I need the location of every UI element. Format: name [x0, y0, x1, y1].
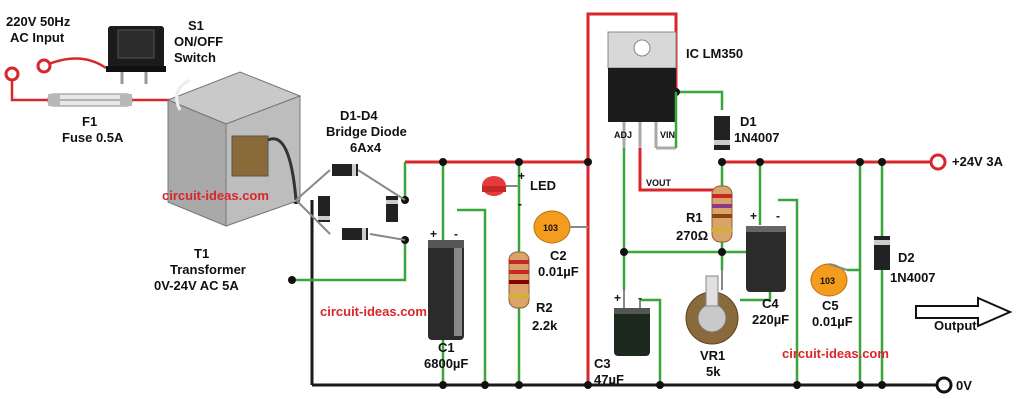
fuse: [47, 93, 133, 107]
transformer-label-2: Transformer: [170, 262, 246, 277]
switch-label-1: S1: [188, 18, 204, 33]
c5-code: 103: [820, 276, 835, 286]
bridge-diode: [295, 164, 406, 241]
ac-input-label-1: 220V 50Hz: [6, 14, 71, 29]
diode-d1: [714, 116, 730, 150]
c2-label-1: C2: [550, 248, 567, 263]
switch-label-3: Switch: [174, 50, 216, 65]
bridge-label-3: 6Ax4: [350, 140, 382, 155]
capacitor-c5: [810, 263, 848, 297]
vr1-label-2: 5k: [706, 364, 721, 379]
capacitor-c3: [614, 290, 650, 356]
led: [482, 176, 519, 196]
watermark: circuit-ideas.com: [320, 304, 427, 319]
fuse-label-2: Fuse 0.5A: [62, 130, 124, 145]
d1-label-2: 1N4007: [734, 130, 780, 145]
out-ground-label: 0V: [956, 378, 972, 393]
c5-label-1: C5: [822, 298, 839, 313]
c4-minus: -: [776, 209, 780, 223]
c1-label-2: 6800µF: [424, 356, 468, 371]
c2-label-2: 0.01µF: [538, 264, 579, 279]
fuse-label-1: F1: [82, 114, 97, 129]
c4-plus: +: [750, 209, 757, 223]
transformer-label-3: 0V-24V AC 5A: [154, 278, 239, 293]
ic-pin-vin: VIN: [660, 130, 675, 140]
c3-plus: +: [614, 291, 621, 305]
out-positive-label: +24V 3A: [952, 154, 1004, 169]
led-minus: -: [518, 197, 522, 211]
output-ground-terminal: [935, 376, 953, 394]
ic-label: IC LM350: [686, 46, 743, 61]
d2-label-1: D2: [898, 250, 915, 265]
r1-label-1: R1: [686, 210, 703, 225]
c3-label-2: 47µF: [594, 372, 624, 387]
d1-label-1: D1: [740, 114, 757, 129]
diode-d2: [874, 236, 890, 270]
resistor-r2: [508, 251, 530, 309]
r2-label-2: 2.2k: [532, 318, 558, 333]
transformer-label-1: T1: [194, 246, 209, 261]
watermark: circuit-ideas.com: [162, 188, 269, 203]
watermark: circuit-ideas.com: [782, 346, 889, 361]
capacitor-c2: [533, 210, 588, 244]
ground-rail: [310, 200, 940, 387]
c4-label-2: 220µF: [752, 312, 789, 327]
c5-label-2: 0.01µF: [812, 314, 853, 329]
c4-label-1: C4: [762, 296, 779, 311]
c3-minus: -: [638, 291, 642, 305]
vr1-label-1: VR1: [700, 348, 725, 363]
on-off-switch: [106, 26, 166, 84]
potentiometer-vr1: [685, 270, 739, 345]
output-label: Output: [934, 318, 977, 333]
c1-plus: +: [430, 227, 437, 241]
ac-input-label-2: AC Input: [10, 30, 65, 45]
led-label: LED: [530, 178, 556, 193]
ac-input-terminal: [4, 58, 52, 82]
ic-lm350: [607, 31, 678, 150]
resistor-r1: [711, 185, 733, 243]
switch-label-2: ON/OFF: [174, 34, 223, 49]
ic-pin-adj: ADJ: [614, 130, 632, 140]
bridge-label-2: Bridge Diode: [326, 124, 407, 139]
ic-pin-vout: VOUT: [646, 178, 672, 188]
c1-label-1: C1: [438, 340, 455, 355]
c1-minus: -: [454, 227, 458, 241]
output-arrow: [915, 296, 1013, 328]
capacitor-c4: [746, 226, 786, 292]
capacitor-c1: [428, 240, 464, 340]
d2-label-2: 1N4007: [890, 270, 936, 285]
c2-code: 103: [543, 223, 558, 233]
transformer: [166, 71, 302, 227]
r2-label-1: R2: [536, 300, 553, 315]
output-positive-terminal: [929, 153, 947, 171]
bridge-label-1: D1-D4: [340, 108, 378, 123]
c3-label-1: C3: [594, 356, 611, 371]
led-plus: +: [518, 169, 525, 183]
r1-label-2: 270Ω: [676, 228, 708, 243]
